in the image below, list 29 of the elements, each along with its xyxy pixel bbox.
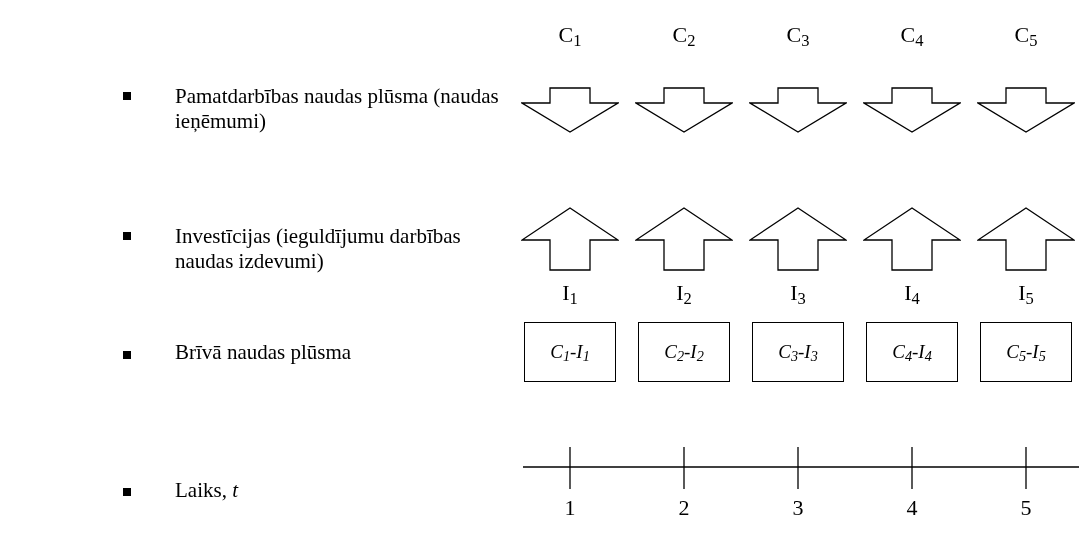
row-label: Laiks, t	[175, 478, 240, 503]
column-label: I$_{2}$	[676, 280, 692, 306]
column-label: C$_{3}$	[786, 22, 810, 48]
column-label: 5	[1020, 495, 1032, 521]
column-label: C$_{1}$	[558, 22, 582, 48]
row-label: Investīcijas (ieguldījumu darbības naudas izdevumi)	[175, 224, 462, 274]
flow-box	[980, 322, 1072, 382]
column-label: I$_{3}$	[790, 280, 806, 306]
column-label: 3	[792, 495, 804, 521]
column-label: 2	[678, 495, 690, 521]
box-text: C$_{5}$-I$_{5}$	[1006, 339, 1046, 367]
flow-box	[866, 322, 958, 382]
flow-box	[752, 322, 844, 382]
flow-box	[638, 322, 730, 382]
column-label: I$_{4}$	[904, 280, 920, 306]
box-text: C$_{3}$-I$_{3}$	[778, 339, 818, 367]
column-label: I$_{5}$	[1018, 280, 1034, 306]
row-label: Brīvā naudas plūsma	[175, 340, 353, 365]
column-label: I$_{1}$	[562, 280, 578, 306]
column-label: 4	[906, 495, 918, 521]
box-text: C$_{1}$-I$_{1}$	[550, 339, 590, 367]
column-label: 1	[564, 495, 576, 521]
flow-box	[524, 322, 616, 382]
row-label: Pamatdarbības naudas plūsma (naudas ieņēmumi)	[175, 84, 500, 134]
box-text: C$_{2}$-I$_{2}$	[664, 339, 704, 367]
column-label: C$_{5}$	[1014, 22, 1038, 48]
box-text: C$_{4}$-I$_{4}$	[892, 339, 932, 367]
column-label: C$_{2}$	[672, 22, 696, 48]
column-label: C$_{4}$	[900, 22, 924, 48]
